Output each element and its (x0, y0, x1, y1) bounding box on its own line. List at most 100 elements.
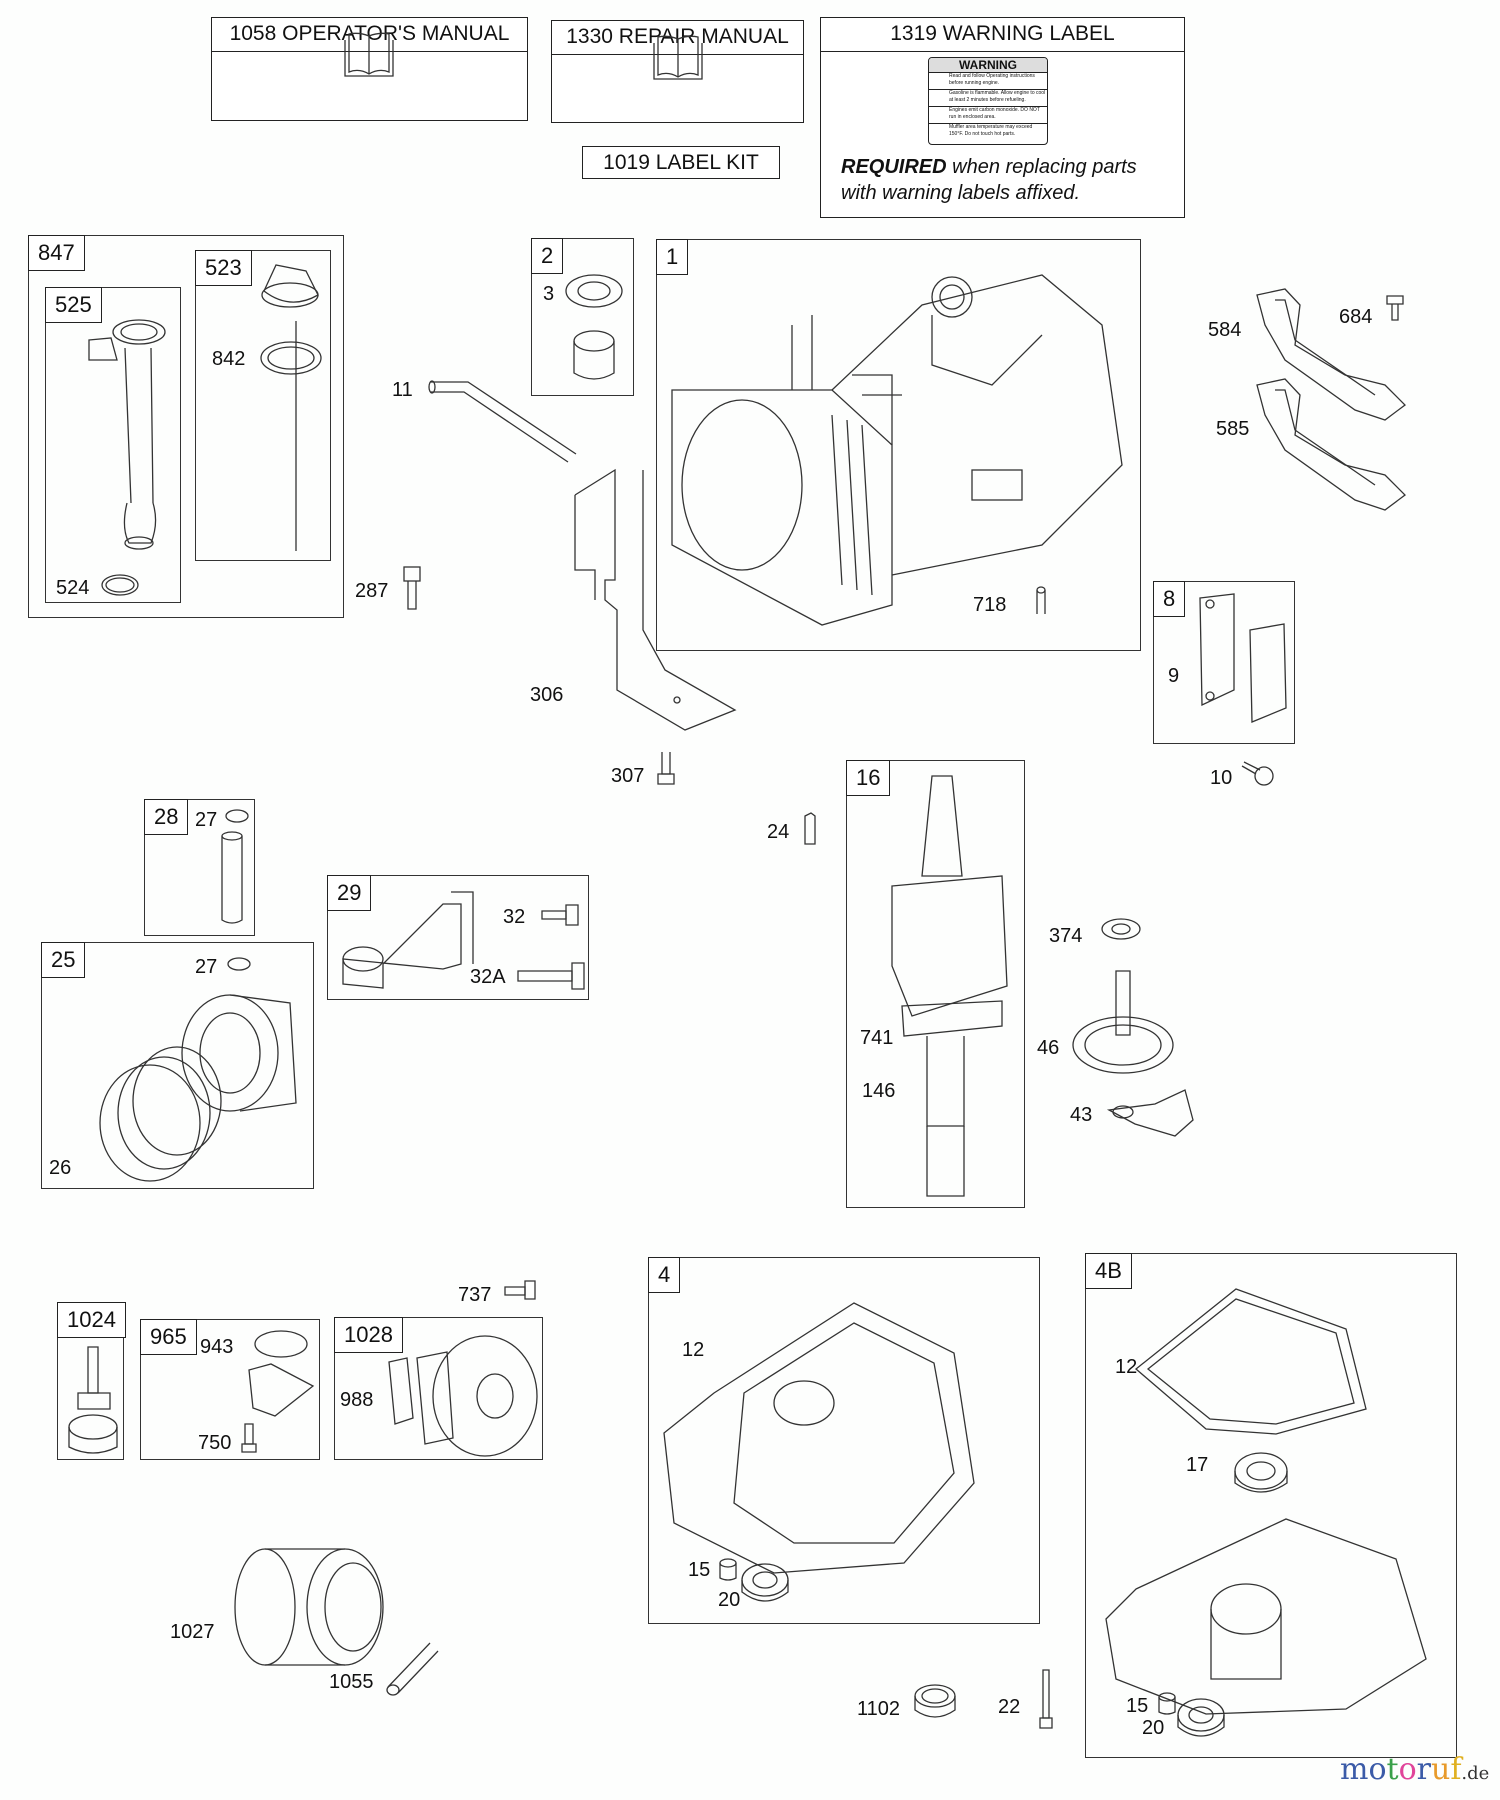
group-525[interactable]: 525 (45, 287, 181, 603)
plug-15 (719, 1558, 737, 1581)
sump-gasket-4b (1134, 1288, 1367, 1435)
group-4b[interactable]: 4B (1085, 1253, 1457, 1758)
callout-43: 43 (1070, 1104, 1093, 1126)
label-kit-box[interactable]: 1019 LABEL KIT (582, 146, 780, 179)
sump-4b (1105, 1518, 1427, 1715)
wm-letter: m (1340, 1752, 1369, 1787)
group-4[interactable]: 4 (648, 1257, 1040, 1624)
warning-label-box[interactable]: 1319 WARNING LABEL WARNING Read and foll… (820, 17, 1185, 218)
group-1024[interactable]: 1024 (57, 1302, 126, 1460)
group-28[interactable]: 28 (144, 799, 255, 936)
seal-1102 (914, 1684, 956, 1718)
callout-842: 842 (212, 348, 246, 370)
oil-filter-adapter (388, 1335, 538, 1457)
key-24 (804, 812, 816, 845)
group-523[interactable]: 523 (195, 250, 331, 561)
callout-374: 374 (1049, 925, 1083, 947)
oil-pump-rotor (68, 1346, 118, 1454)
required-note: REQUIRED when replacing parts with warni… (841, 154, 1137, 206)
callout-585: 585 (1216, 418, 1250, 440)
required-text: when replacing parts (946, 156, 1137, 178)
book-icon (653, 35, 703, 80)
group-2-tag: 2 (531, 238, 564, 274)
dipstick (261, 264, 319, 551)
group-8[interactable]: 8 (1153, 581, 1295, 744)
cam-gear-46 (1072, 970, 1174, 1074)
group-4-tag: 4 (648, 1257, 681, 1293)
oil-seal-17 (1234, 1452, 1288, 1493)
required-text-line2: with warning labels affixed. (841, 182, 1081, 204)
callout-718: 718 (973, 594, 1007, 616)
callout-32a: 32A (470, 966, 506, 988)
callout-27: 27 (195, 956, 218, 978)
label-kit-title: 1019 LABEL KIT (603, 151, 759, 174)
callout-1055: 1055 (329, 1671, 374, 1693)
breather-tube (428, 380, 577, 463)
wm-letter: t (1386, 1752, 1399, 1787)
o-ring-524 (101, 574, 139, 596)
group-29[interactable]: 29 (327, 875, 589, 1000)
callout-12: 12 (682, 1339, 705, 1361)
callout-11: 11 (392, 379, 413, 401)
callout-307: 307 (611, 765, 645, 787)
repair-manual-box[interactable]: 1330 REPAIR MANUAL (551, 20, 804, 123)
piston-pin (221, 831, 243, 924)
callout-524: 524 (56, 577, 90, 599)
callout-584: 584 (1208, 319, 1242, 341)
oil-filter-1027 (234, 1548, 384, 1666)
callout-24: 24 (767, 821, 790, 843)
group-847-tag: 847 (28, 235, 85, 271)
bolt-10 (1241, 761, 1274, 786)
group-1-tag: 1 (656, 239, 689, 275)
group-965[interactable]: 965 (140, 1319, 320, 1460)
callout-9: 9 (1168, 665, 1180, 687)
callout-988: 988 (340, 1389, 374, 1411)
motoruf-watermark[interactable]: motoruf.de (1340, 1752, 1489, 1787)
callout-287: 287 (355, 580, 389, 602)
bolt-32 (541, 904, 579, 926)
group-4b-tag: 4B (1085, 1253, 1132, 1289)
plug-15 (1158, 1692, 1176, 1715)
callout-32: 32 (503, 906, 526, 928)
screw-22 (1039, 1669, 1053, 1729)
callout-20: 20 (718, 1589, 741, 1611)
o-ring-842 (260, 341, 322, 375)
wm-letter: o (1368, 1752, 1387, 1787)
oil-seal-20 (1177, 1698, 1225, 1737)
required-bold: REQUIRED (841, 156, 947, 178)
callout-22: 22 (998, 1696, 1021, 1718)
callout-943: 943 (200, 1336, 234, 1358)
connecting-rod (342, 891, 474, 989)
group-16[interactable]: 16 (846, 760, 1025, 1208)
group-1028-tag: 1028 (334, 1317, 403, 1353)
washer-374 (1101, 918, 1141, 940)
operators-manual-box[interactable]: 1058 OPERATOR'S MANUAL (211, 17, 528, 121)
oil-seal-20 (741, 1563, 789, 1602)
warning-line: Read and follow Operating instructions b… (929, 73, 1047, 90)
bolt-287 (403, 566, 421, 610)
group-523-tag: 523 (195, 250, 252, 286)
gasket-584 (1256, 288, 1406, 421)
callout-20: 20 (1142, 1717, 1165, 1739)
exhaust-gasket-cover (1199, 593, 1287, 723)
cylinder-block (671, 274, 1123, 626)
callout-741: 741 (860, 1027, 894, 1049)
group-29-tag: 29 (327, 875, 372, 911)
sump-cover (663, 1302, 975, 1574)
crankshaft (891, 775, 1008, 1197)
group-2[interactable]: 2 (531, 238, 634, 396)
warning-line: Gasoline is flammable. Allow engine to c… (929, 90, 1047, 107)
gasket-585 (1256, 378, 1406, 511)
pump-cover (248, 1330, 315, 1417)
callout-737: 737 (458, 1284, 492, 1306)
group-1[interactable]: 1 (656, 239, 1141, 651)
bolt-684 (1386, 295, 1404, 321)
group-847[interactable]: 847 (28, 235, 344, 618)
callout-46: 46 (1037, 1037, 1060, 1059)
group-25[interactable]: 25 (41, 942, 314, 1189)
callout-27: 27 (195, 809, 218, 831)
callout-684: 684 (1339, 306, 1373, 328)
callout-17: 17 (1186, 1454, 1209, 1476)
group-25-tag: 25 (41, 942, 86, 978)
group-1028[interactable]: 1028 (334, 1317, 543, 1460)
